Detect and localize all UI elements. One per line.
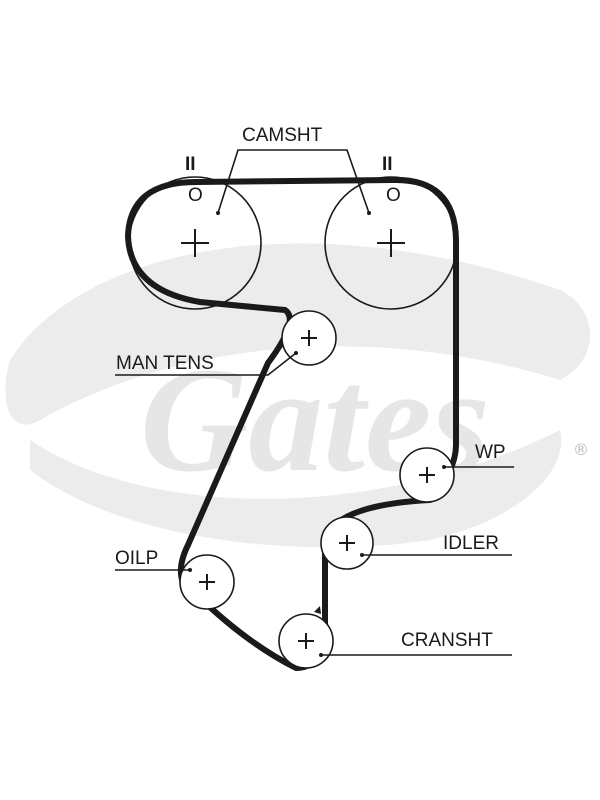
man-tens-leader [115, 352, 297, 376]
water-pump-pulley [399, 447, 455, 503]
cransht-label: CRANSHT [401, 630, 493, 651]
camshaft-leader [217, 149, 370, 214]
camshaft-pulley-right [324, 176, 458, 310]
watermark-swoosh-lower [30, 430, 562, 548]
idler-pulley [320, 516, 374, 570]
idler-label: IDLER [443, 533, 499, 554]
timing-mark-left-circle: O [188, 185, 203, 206]
leader-lines [115, 149, 514, 656]
timing-mark-right-circle: O [386, 185, 401, 206]
oil-pump-pulley [179, 554, 235, 610]
man-tens-label: MAN TENS [116, 353, 214, 374]
crankshaft-pulley [278, 606, 334, 669]
wp-label: WP [475, 442, 506, 463]
gates-watermark: Gates ® [5, 243, 591, 548]
timing-mark-right-top: II [382, 154, 393, 175]
registered-mark: ® [573, 440, 589, 459]
oilp-label: OILP [115, 548, 158, 569]
timing-mark-left-top: II [185, 154, 196, 175]
camshaft-label: CAMSHT [242, 125, 323, 146]
